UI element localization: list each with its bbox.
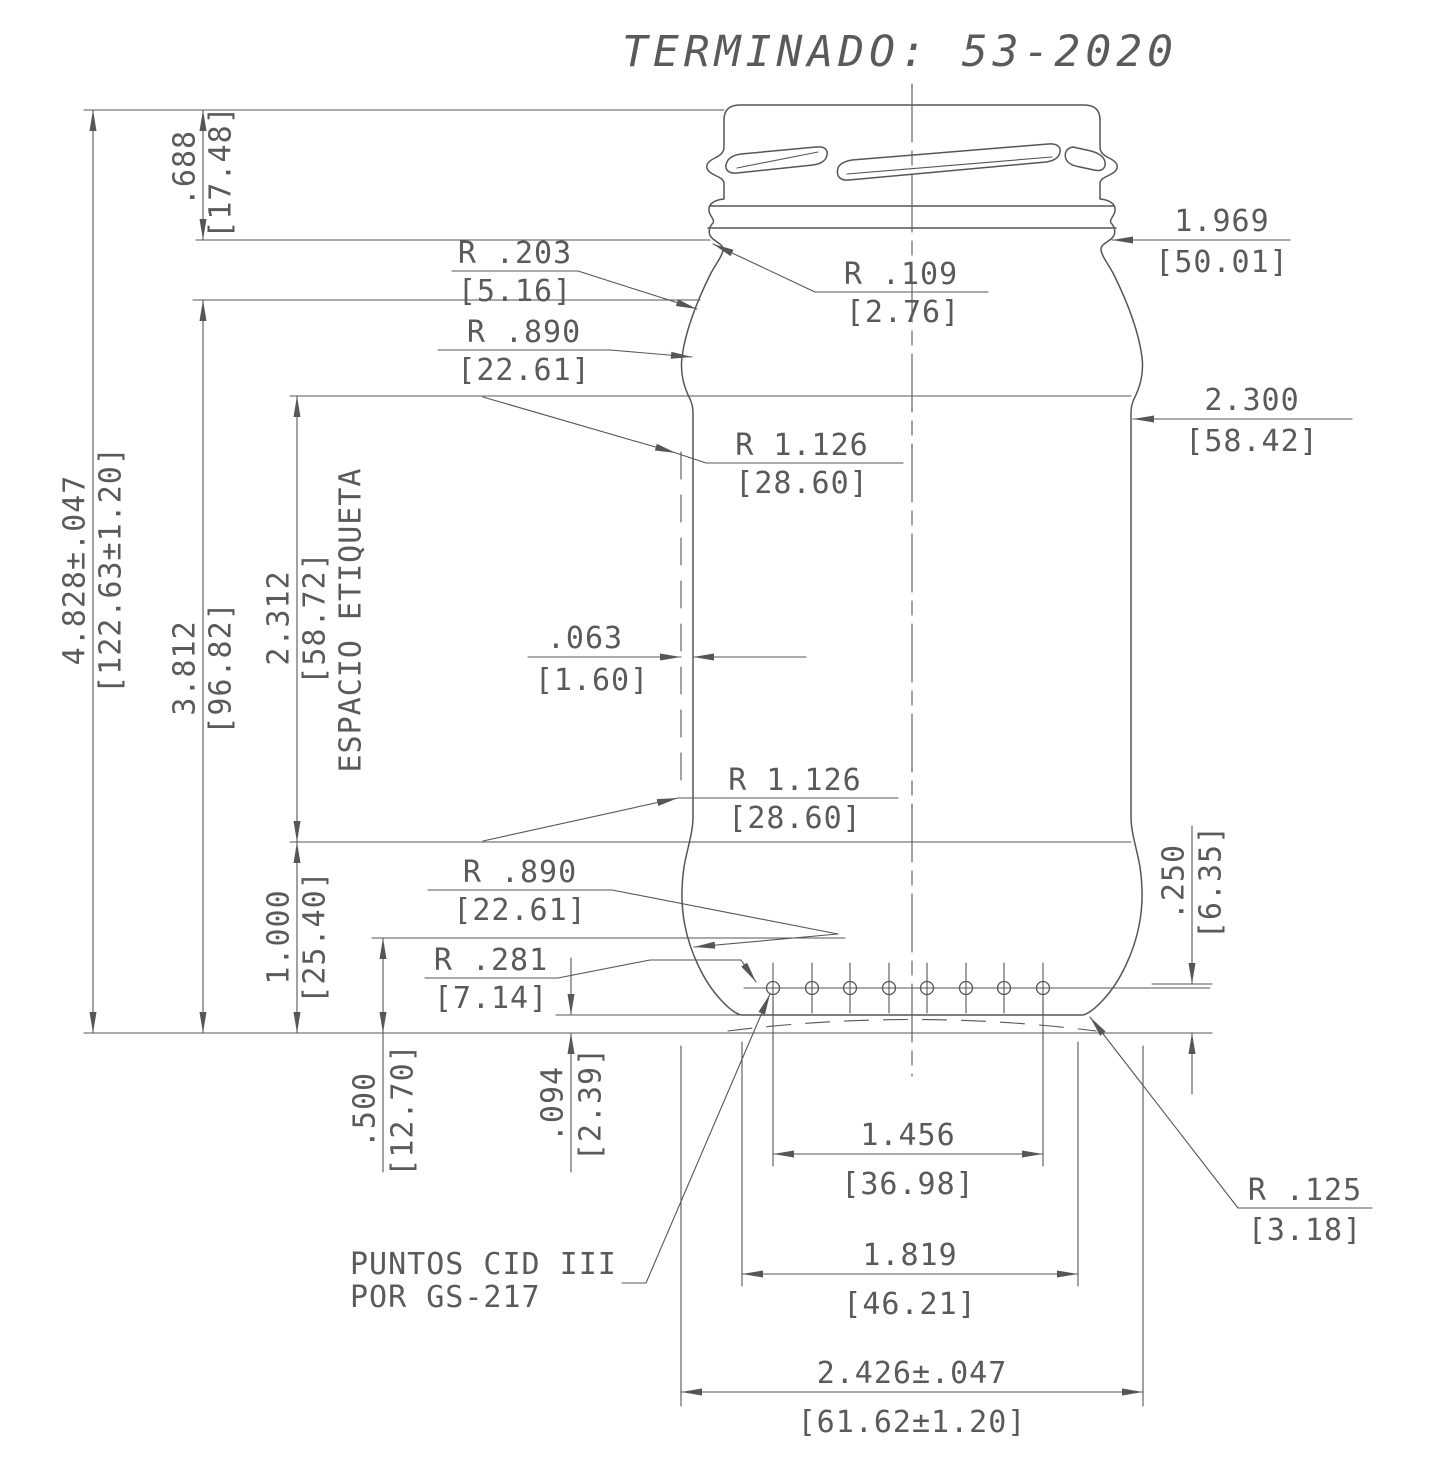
leader-r125 (1089, 1016, 1373, 1209)
jar-profile-right (911, 104, 1144, 1016)
label-space-note: ESPACIO ETIQUETA (334, 468, 369, 773)
pushup-hidden-arc (727, 1018, 1097, 1032)
dim-max-dia-in: 2.426±.047 (817, 1356, 1008, 1391)
radius-r109-label: R .109 (844, 257, 958, 292)
dim-finish-dia-in: 1.969 (1174, 204, 1269, 239)
cid-dot-circles (765, 980, 1051, 996)
dim-body-dia-mm: [58.42] (1185, 424, 1318, 459)
leader-r890-bottom-arrow (693, 933, 839, 949)
dim-pushup-in: .094 (536, 1066, 571, 1142)
jar-profile-left (680, 104, 913, 1016)
leader-r1126-top-arrow (482, 396, 677, 454)
leader-r1126-top-shelf (675, 452, 904, 464)
dim-body-height-mm: [96.82] (204, 601, 239, 734)
dim-finish-height-in: .688 (168, 130, 203, 206)
leader-r1126-bottom-arrow (482, 797, 679, 842)
dim-body-height-in: 3.812 (168, 620, 203, 715)
dim-body-dia-in: 2.300 (1204, 383, 1299, 418)
dim-heel-height-mm: [12.70] (386, 1043, 421, 1176)
dim-panel-offset-mm: [1.60] (535, 663, 649, 698)
thread-segment-left-inner (736, 151, 819, 169)
radius-r890-bottom-mm: [22.61] (453, 893, 586, 928)
leader-r281-shelf (424, 959, 742, 979)
annotations: TERMINADO: 53-2020 .688 [17.48] 4.828±.0… (58, 27, 1362, 1440)
jar-outline (83, 83, 1213, 1077)
dim-panel-offset-in: .063 (547, 621, 623, 656)
leader-r890-top (437, 349, 693, 359)
dim-bearing-height-mm: [6.35] (1194, 825, 1229, 939)
dim-overall-height-mm: [122.63±1.20] (94, 446, 129, 694)
thread-segment-left (725, 146, 828, 174)
leader-r890-bottom-shelf (427, 889, 839, 935)
thread-detail (725, 143, 1106, 181)
dim-overall-height-in: 4.828±.047 (58, 475, 93, 666)
thread-segment-right (1064, 146, 1106, 172)
radius-r281-mm: [7.14] (434, 981, 548, 1016)
radius-r1126-top-mm: [28.60] (735, 466, 868, 501)
dimension-lines (89, 109, 1353, 1396)
dim-finish-dia-mm: [50.01] (1155, 245, 1288, 280)
radius-r203-label: R .203 (458, 236, 572, 271)
radius-r890-top-label: R .890 (467, 315, 581, 350)
radius-r890-bottom-label: R .890 (463, 855, 577, 890)
radius-r1126-top-label: R 1.126 (735, 428, 868, 463)
dim-bearing-height-in: .250 (1157, 844, 1192, 920)
cid-note-line2: POR GS-217 (350, 1280, 541, 1315)
leader-r203 (451, 270, 698, 310)
dim-base-dia-mm: [46.21] (843, 1287, 976, 1322)
drawing-title: TERMINADO: 53-2020 (622, 27, 1178, 77)
thread-segment-center (836, 143, 1061, 181)
dim-base-height-in: 1.000 (262, 889, 297, 984)
dim-finish-height-mm: [17.48] (204, 105, 239, 238)
cid-note-line1: PUNTOS CID III (350, 1247, 617, 1282)
dim-label-height-in: 2.312 (262, 570, 297, 665)
radius-leaders (424, 243, 1373, 1284)
radius-r125-mm: [3.18] (1248, 1213, 1362, 1248)
radius-r1126-bottom-mm: [28.60] (728, 801, 861, 836)
dim-base-height-mm: [25.40] (298, 870, 333, 1003)
thread-segment-center-inner (846, 156, 1053, 175)
radius-r125-label: R .125 (1248, 1173, 1362, 1208)
radius-r281-label: R .281 (434, 943, 548, 978)
leader-cid-note (621, 993, 771, 1284)
cid-dots (743, 962, 1211, 1014)
dim-pushup-mm: [2.39] (574, 1047, 609, 1161)
leader-r109 (712, 243, 989, 293)
dim-label-height-mm: [58.72] (298, 551, 333, 684)
radius-r1126-bottom-label: R 1.126 (728, 763, 861, 798)
leader-r281-arrow (740, 959, 757, 983)
extension-lines (83, 109, 1213, 1407)
radius-r890-top-mm: [22.61] (457, 353, 590, 388)
dim-max-dia-mm: [61.62±1.20] (798, 1405, 1027, 1440)
radius-r109-mm: [2.76] (846, 295, 960, 330)
dim-dot-span-in: 1.456 (860, 1118, 955, 1153)
dim-dot-span-mm: [36.98] (841, 1167, 974, 1202)
dim-heel-height-in: .500 (348, 1072, 383, 1148)
dim-base-dia-in: 1.819 (862, 1238, 957, 1273)
radius-r203-mm: [5.16] (458, 274, 572, 309)
